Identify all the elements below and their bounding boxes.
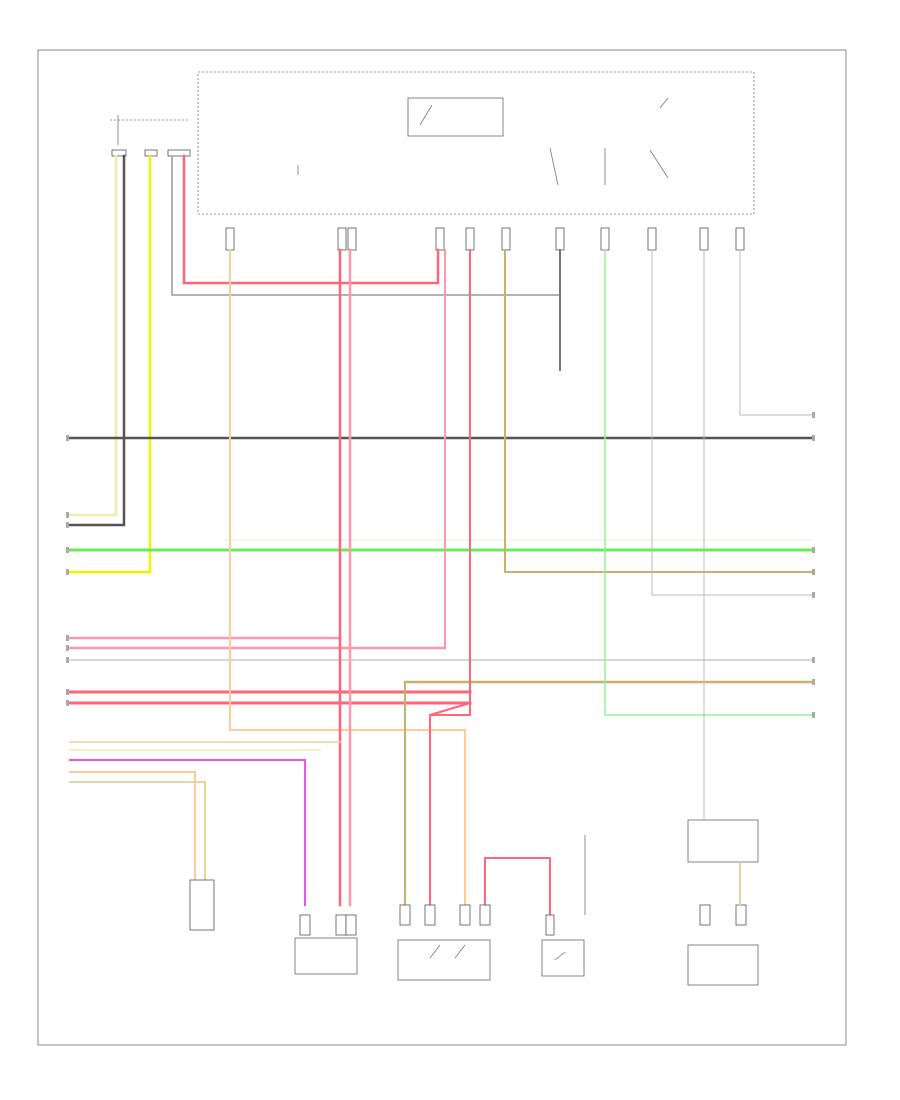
top-left-connector-module: [110, 115, 191, 157]
ac-relay-lower: [687, 944, 759, 986]
terminal: [812, 712, 815, 718]
wire-pale-yellow: [68, 154, 118, 517]
terminal: [812, 569, 815, 575]
pin: [347, 227, 357, 251]
lower-left-wires: [69, 741, 341, 906]
left-edge-terminals: [66, 435, 69, 706]
wire-magenta: [69, 759, 306, 906]
wire-yellow: [68, 154, 152, 574]
ac-relay-box: [687, 819, 759, 863]
diagram-frame: [37, 49, 847, 1046]
pin: [735, 227, 745, 251]
terminal: [812, 435, 815, 441]
terminal: [66, 645, 69, 651]
terminal: [66, 635, 69, 641]
terminal: [66, 700, 69, 706]
terminal: [66, 657, 69, 663]
ebcm-connector: [189, 879, 215, 931]
left-vertical-wires: [68, 154, 561, 574]
wire-gray-ecm-2: [651, 249, 813, 596]
terminal: [66, 522, 69, 528]
horizontal-bus-lines: [68, 436, 814, 705]
terminal: [812, 412, 815, 418]
ecm-connector-pins: [225, 227, 745, 251]
terminal: [66, 512, 69, 518]
wire-gray: [171, 155, 561, 296]
lower-middle-wires: [404, 681, 586, 916]
oil-pressure-switch: [541, 939, 585, 977]
ecm-vertical-wires: [229, 248, 813, 911]
pin: [337, 227, 347, 251]
pin: [555, 227, 565, 251]
wire-green-ecm: [604, 249, 813, 716]
pin: [435, 227, 445, 251]
bottom-components: [189, 819, 759, 986]
terminal: [812, 547, 815, 553]
wire-black: [68, 154, 126, 527]
pin: [699, 227, 709, 251]
pin: [600, 227, 610, 251]
wire-tan-3: [69, 781, 206, 881]
terminal: [812, 592, 815, 598]
wire-red-relay: [429, 701, 471, 906]
wire-red: [182, 154, 440, 285]
coolant-fan-relay: [397, 939, 491, 981]
wire-orange-lower: [69, 771, 196, 881]
terminal: [66, 689, 69, 695]
terminal: [66, 547, 69, 553]
pin: [647, 227, 657, 251]
terminal: [812, 657, 815, 663]
pin: [501, 227, 511, 251]
ecm-lower-connector: [294, 937, 358, 975]
engine-control-module-box: [197, 71, 755, 215]
wire-orange: [229, 249, 466, 911]
terminal: [812, 679, 815, 685]
pin: [225, 227, 235, 251]
terminal: [66, 435, 69, 441]
right-edge-terminals: [812, 412, 815, 718]
wire-gray-ecm-4: [739, 249, 813, 416]
wire-red-switch: [484, 857, 551, 916]
terminal: [66, 569, 69, 575]
pin: [465, 227, 475, 251]
